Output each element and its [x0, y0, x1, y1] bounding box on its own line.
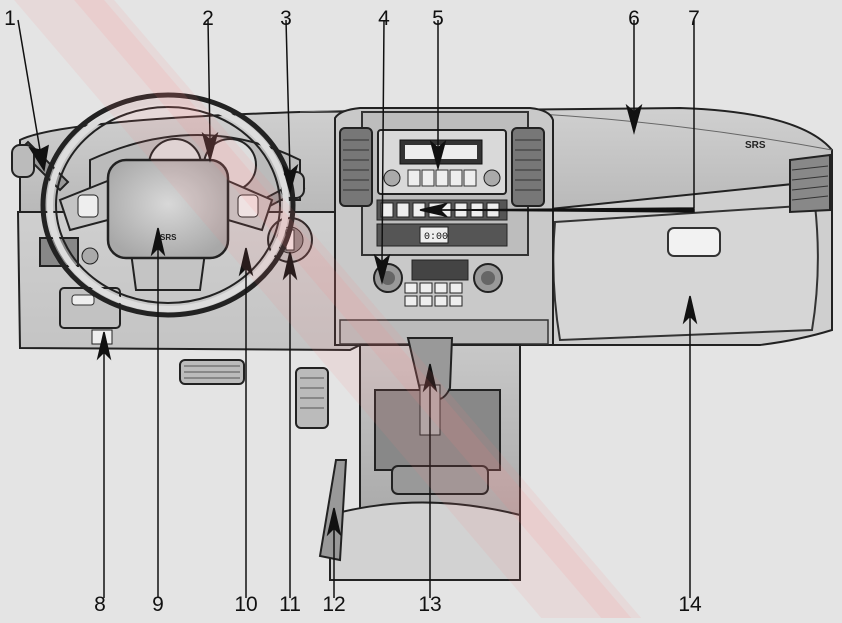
center-stack: 0:00 [334, 107, 554, 346]
callout-4: 4 [378, 7, 390, 30]
arrow-8 [96, 331, 112, 598]
arrow-6 [625, 20, 643, 135]
steering-wheel: SRS [40, 92, 296, 318]
center-console [318, 337, 521, 581]
clock-panel: 0:00 [376, 223, 508, 247]
pointer-arrows [17, 19, 698, 598]
passenger-dash: SRS [513, 140, 833, 346]
arrow-14 [682, 295, 698, 598]
arrow-5 [429, 20, 447, 171]
callout-5: 5 [432, 7, 444, 30]
airbag-srs-label: SRS [745, 140, 766, 151]
callout-6: 6 [628, 7, 640, 30]
arrow-13 [422, 363, 438, 598]
callout-7: 7 [688, 7, 700, 30]
callout-11: 11 [279, 593, 301, 616]
center-vent-right [511, 127, 545, 207]
wheel-srs-label: SRS [160, 233, 177, 242]
callout-2: 2 [202, 7, 214, 30]
glove-box-handle [667, 227, 721, 257]
arrow-12 [326, 507, 342, 598]
callout-12: 12 [322, 593, 346, 616]
arrow-10 [238, 247, 254, 598]
arrow-11 [282, 251, 298, 598]
arrow-3 [281, 19, 299, 195]
arrow-2 [201, 19, 219, 163]
pedals [179, 359, 329, 429]
callout-14: 14 [678, 593, 702, 616]
callout-10: 10 [234, 593, 258, 616]
callout-9: 9 [152, 593, 164, 616]
clock-readout: 0:00 [424, 232, 448, 243]
callout-3: 3 [280, 7, 292, 30]
arrow-4 [373, 19, 391, 285]
climate-control [373, 259, 503, 307]
audio-unit [377, 129, 507, 195]
arrow-1 [17, 19, 49, 173]
callout-1: 1 [4, 7, 16, 30]
callout-13: 13 [418, 593, 442, 616]
arrow-9 [150, 227, 166, 598]
center-vent-left [339, 127, 373, 207]
side-vent [789, 153, 831, 214]
callout-8: 8 [94, 593, 106, 616]
arrow-7 [419, 20, 695, 218]
